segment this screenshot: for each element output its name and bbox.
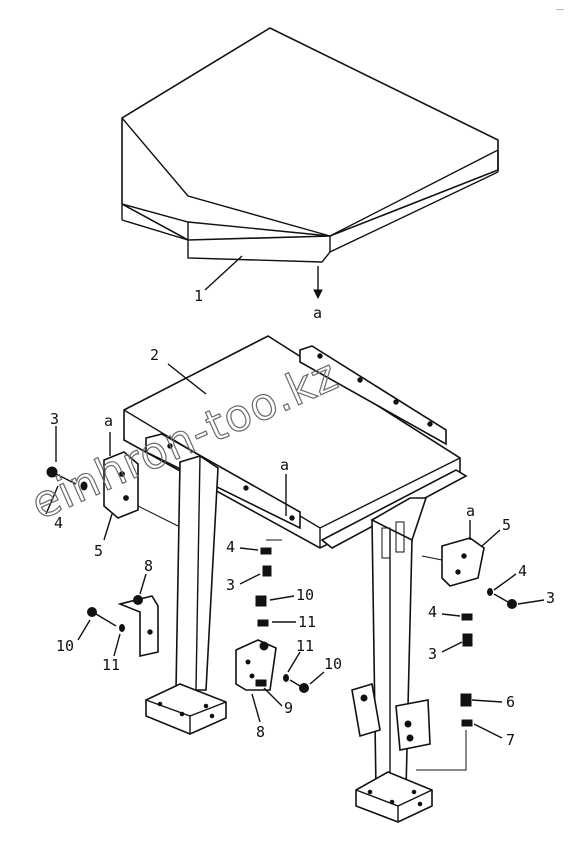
leader-callout-4-right-lower xyxy=(441,613,461,617)
label-callout-10-center: 10 xyxy=(296,586,314,604)
label-callout-8-left: 8 xyxy=(144,557,153,575)
label-callout-3-right: 3 xyxy=(546,589,555,607)
label-ref-a-left: a xyxy=(104,412,113,430)
left-bracket-assembly xyxy=(45,451,179,657)
leader-part-1 xyxy=(204,255,243,291)
label-callout-11-center-lower: 11 xyxy=(296,637,314,655)
leader-callout-9-center xyxy=(263,687,283,707)
label-callout-10-center-right: 10 xyxy=(324,655,342,673)
label-ref-a-right: a xyxy=(466,502,475,520)
label-part-1: 1 xyxy=(194,287,203,305)
pedestal-left-leg xyxy=(145,455,227,735)
leader-callout-5-right xyxy=(481,529,501,547)
leader-callout-8-center xyxy=(251,693,261,723)
label-callout-5-right: 5 xyxy=(502,516,511,534)
arrow-ref-a-top-icon xyxy=(313,289,323,300)
label-callout-5-left: 5 xyxy=(94,542,103,560)
leader-callout-4-right xyxy=(493,573,517,591)
label-callout-3-left: 3 xyxy=(50,410,59,428)
label-callout-4-left: 4 xyxy=(54,514,63,532)
label-ref-a-top: a xyxy=(313,304,322,322)
right-bracket-assembly xyxy=(421,537,517,727)
leader-callout-10-left xyxy=(77,619,91,641)
label-callout-11-center: 11 xyxy=(298,613,316,631)
leader-callout-11-left xyxy=(113,633,121,657)
leader-callout-8-left xyxy=(139,573,147,595)
label-callout-4-right: 4 xyxy=(518,562,527,580)
right-callout-line-7 xyxy=(416,730,467,771)
leader-callout-10-center-right xyxy=(309,671,325,685)
label-callout-7-right: 7 xyxy=(506,731,515,749)
leader-callout-5-left xyxy=(103,513,113,541)
leader-callout-3-right-lower xyxy=(441,641,463,653)
pedestal-right-leg xyxy=(351,497,433,823)
label-callout-6-right: 6 xyxy=(506,693,515,711)
label-callout-9-center: 9 xyxy=(284,699,293,717)
label-callout-4-right-lower: 4 xyxy=(428,603,437,621)
seat-cushion-part-1 xyxy=(121,27,499,263)
leader-callout-3-center xyxy=(239,573,261,585)
leader-callout-10-center xyxy=(269,595,295,601)
label-callout-11-left: 11 xyxy=(102,656,120,674)
leader-callout-11-center-lower xyxy=(287,651,301,673)
label-callout-8-center: 8 xyxy=(256,723,265,741)
label-callout-3-right-lower: 3 xyxy=(428,645,437,663)
leader-callout-7-right xyxy=(473,723,503,739)
label-callout-3-center: 3 xyxy=(226,576,235,594)
leader-callout-6-right xyxy=(471,699,503,703)
center-fastener-stack xyxy=(235,539,309,693)
label-callout-4-center: 4 xyxy=(226,538,235,556)
label-ref-a-center: a xyxy=(280,456,289,474)
leader-callout-4-center xyxy=(239,547,259,551)
label-callout-10-left: 10 xyxy=(56,637,74,655)
leader-part-2 xyxy=(167,363,207,395)
label-part-2: 2 xyxy=(150,346,159,364)
corner-mark: — xyxy=(556,5,564,14)
leader-callout-3-right xyxy=(517,599,545,605)
